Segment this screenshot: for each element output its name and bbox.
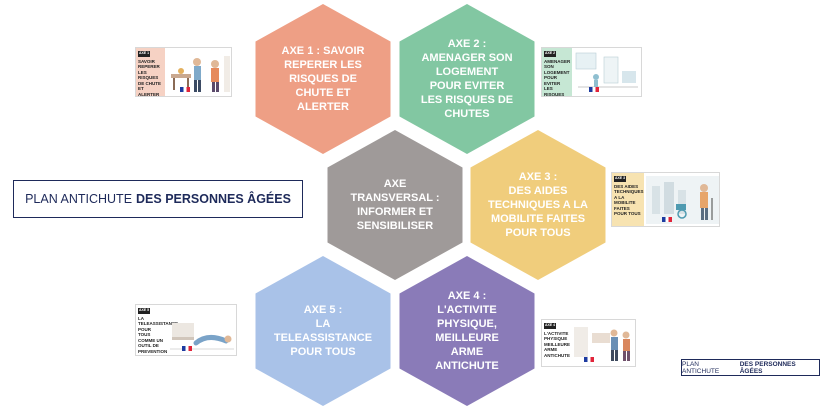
french-flag-icon: [589, 87, 599, 92]
thumbnail-axe-4: AXE 4 L'ACTIVITE PHYSIQUE MEILLEURE ARME…: [541, 319, 636, 367]
thumbnail-axe-5: AXE 5 LA TELEASSISTANCE POUR TOUS COMME …: [135, 304, 237, 356]
thumbnail-axe-5-illustration: [170, 323, 234, 350]
thumbnail-axe-2-label: AXE 2 AMENAGER SON LOGEMENT POUR EVITER …: [542, 48, 572, 96]
hexagon-axe-5-text: AXE 5 : LA TELEASSISTANCE POUR TOUS: [273, 304, 373, 358]
thumbnail-axe-2: AXE 2 AMENAGER SON LOGEMENT POUR EVITER …: [541, 47, 642, 97]
thumbnail-axe-3-tag: AXE 3: [614, 176, 627, 182]
thumbnail-axe-3-text: DES AIDES TECHNIQUES A LA MOBILITE FAITE…: [614, 183, 644, 217]
hexagon-axe-transversal-text: AXE TRANSVERSAL : INFORMER ET SENSIBILIS…: [350, 178, 440, 232]
french-flag-icon: [182, 346, 192, 351]
hexagon-axe-1: AXE 1 : SAVOIR REPERER LES RISQUES DE CH…: [255, 4, 391, 154]
thumbnail-axe-3: AXE 3 DES AIDES TECHNIQUES A LA MOBILITE…: [611, 172, 720, 227]
thumbnail-axe-4-tag: AXE 4: [544, 323, 557, 329]
thumbnail-axe-4-label: AXE 4 L'ACTIVITE PHYSIQUE MEILLEURE ARME…: [542, 320, 570, 366]
hexagon-axe-transversal: AXE TRANSVERSAL : INFORMER ET SENSIBILIS…: [327, 130, 463, 280]
thumbnail-axe-3-illustration: [646, 176, 719, 224]
french-flag-icon: [180, 87, 190, 92]
hexagon-axe-3-text: AXE 3 : DES AIDES TECHNIQUES A LA MOBILI…: [487, 171, 589, 239]
thumbnail-axe-1-text: SAVOIR REPERER LES RISQUES DE CHUTE ET A…: [138, 58, 162, 97]
hexagon-axe-4-text: AXE 4 : L'ACTIVITE PHYSIQUE, MEILLEURE A…: [435, 290, 499, 372]
thumbnail-axe-5-label: AXE 5 LA TELEASSISTANCE POUR TOUS COMME …: [136, 305, 178, 355]
hexagon-axe-5: AXE 5 : LA TELEASSISTANCE POUR TOUS: [255, 256, 391, 406]
hexagon-axe-4: AXE 4 : L'ACTIVITE PHYSIQUE, MEILLEURE A…: [399, 256, 535, 406]
french-flag-icon: [662, 217, 672, 222]
french-flag-icon: [584, 357, 594, 362]
thumbnail-axe-2-illustration: [575, 52, 638, 88]
thumbnail-axe-5-tag: AXE 5: [138, 308, 151, 314]
hexagon-axe-1-text: AXE 1 : SAVOIR REPERER LES RISQUES DE CH…: [281, 45, 365, 113]
hexagon-axe-2-text: AXE 2 : AMENAGER SON LOGEMENT POUR EVITE…: [420, 38, 514, 120]
thumbnail-axe-2-text: AMENAGER SON LOGEMENT POUR EVITER LES RI…: [544, 58, 571, 97]
thumbnail-axe-3-label: AXE 3 DES AIDES TECHNIQUES A LA MOBILITE…: [612, 173, 645, 226]
thumbnail-axe-1-label: AXE 1 SAVOIR REPERER LES RISQUES DE CHUT…: [136, 48, 165, 96]
thumbnail-axe-1-tag: AXE 1: [138, 51, 151, 57]
thumbnail-axe-2-tag: AXE 2: [544, 51, 557, 57]
thumbnail-axe-4-illustration: [574, 327, 630, 361]
thumbnail-axe-1-illustration: [171, 56, 230, 92]
thumbnail-axe-4-text: L'ACTIVITE PHYSIQUE MEILLEURE ARME ANTIC…: [544, 330, 571, 358]
plan-title-part2: DES PERSONNES ÂGÉES: [136, 192, 291, 206]
small-plan-banner-part2: DES PERSONNES ÂGÉES: [739, 360, 796, 375]
thumbnail-axe-5-text: LA TELEASSISTANCE POUR TOUS COMME UN OUT…: [138, 315, 179, 356]
hexagon-axe-2: AXE 2 : AMENAGER SON LOGEMENT POUR EVITE…: [399, 4, 535, 154]
plan-title-banner: PLAN ANTICHUTE DES PERSONNES ÂGÉES: [13, 180, 303, 218]
small-plan-banner-part1: PLAN ANTICHUTE: [682, 360, 720, 375]
thumbnail-axe-1: AXE 1 SAVOIR REPERER LES RISQUES DE CHUT…: [135, 47, 232, 97]
small-plan-banner: PLAN ANTICHUTE DES PERSONNES ÂGÉES: [681, 359, 820, 376]
plan-title-part1: PLAN ANTICHUTE: [25, 192, 133, 206]
hexagon-axe-3: AXE 3 : DES AIDES TECHNIQUES A LA MOBILI…: [470, 130, 606, 280]
